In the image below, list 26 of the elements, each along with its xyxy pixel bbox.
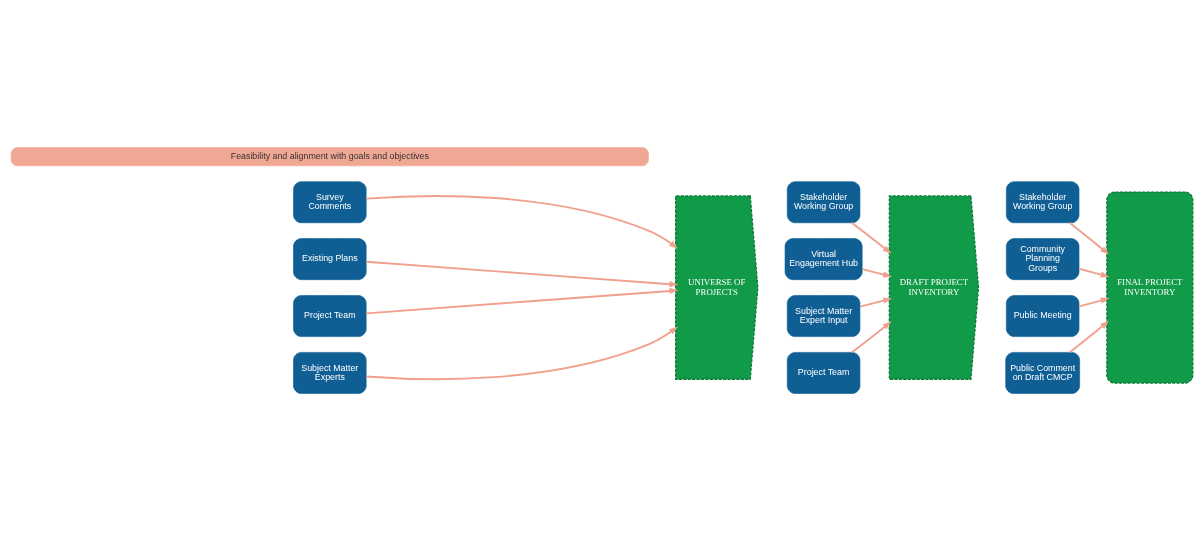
arrow — [365, 194, 678, 249]
arrow — [365, 326, 678, 380]
node-box: Stakeholder Working Group — [786, 180, 861, 223]
node-box: Subject Matter Expert Input — [786, 294, 861, 337]
node-box: Virtual Engagement Hub — [784, 237, 863, 280]
node-box: Project Team — [786, 351, 861, 394]
arrow — [1078, 267, 1110, 278]
arrow — [850, 320, 892, 353]
node-box: Community Planning Groups — [1006, 237, 1080, 280]
arrow — [1068, 221, 1110, 254]
node-box: Feasibility and alignment with goals and objectives — [10, 146, 649, 166]
node-box: Survey Comments — [293, 180, 367, 223]
node-box: Subject Matter Experts — [293, 351, 367, 394]
arrow — [1078, 297, 1110, 307]
arrow — [861, 267, 892, 278]
node-box: Public Comment on Draft CMCP — [1005, 351, 1080, 394]
node-box: Existing Plans — [293, 237, 367, 280]
arrow — [1068, 320, 1110, 353]
node-box: FINAL PROJECT INVENTORY — [1106, 190, 1194, 384]
arrow — [859, 297, 893, 308]
node-box: Public Meeting — [1006, 294, 1080, 337]
arrow — [850, 221, 892, 254]
arrow — [365, 260, 679, 287]
arrow — [365, 287, 679, 314]
node-box: Project Team — [293, 294, 367, 337]
node-box: Stakeholder Working Group — [1006, 180, 1080, 223]
